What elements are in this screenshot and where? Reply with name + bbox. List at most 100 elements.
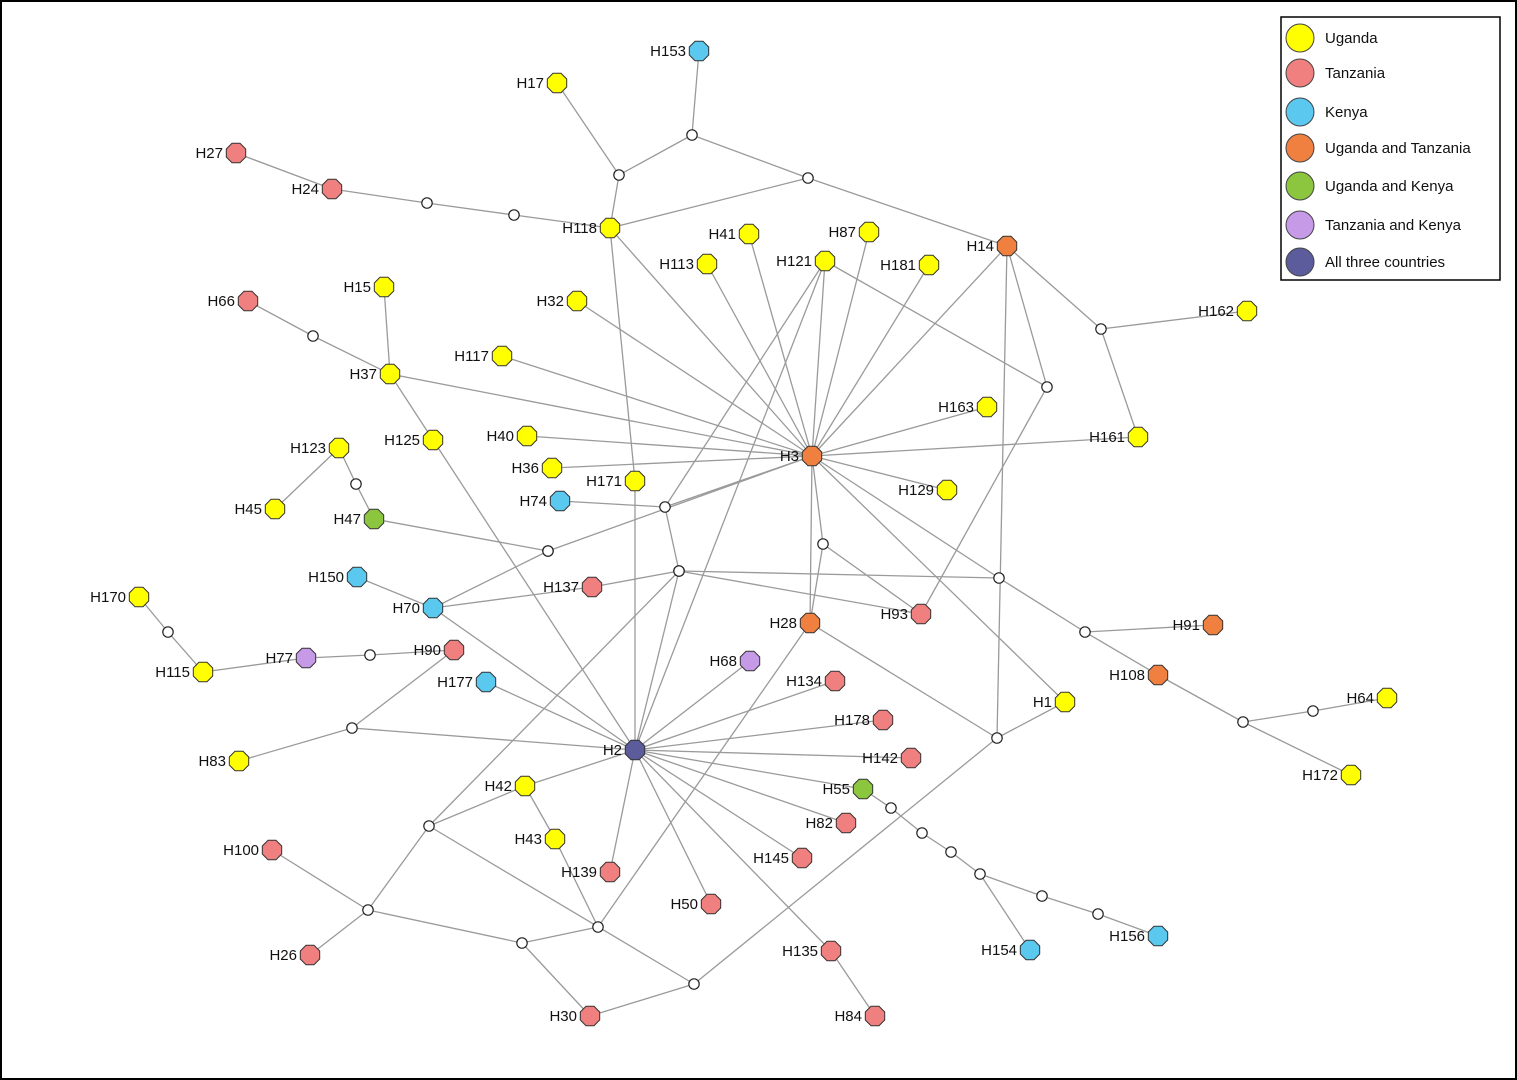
haplotype-label: H55 [822,781,850,798]
haplotype-node-h66 [237,290,259,312]
legend-label-uganda-tanzania: Uganda and Tanzania [1325,140,1471,157]
haplotype-node-h55 [852,778,874,800]
haplotype-label: H129 [898,482,934,499]
haplotype-node-h27 [225,142,247,164]
haplotype-node-h84 [864,1005,886,1027]
edge-H3-H163 [811,406,988,457]
haplotype-label: H45 [234,501,262,518]
legend-label-tanzania-kenya: Tanzania and Kenya [1325,217,1462,234]
edge-H153-m1 [691,50,700,136]
median-vector-node [1095,323,1107,335]
haplotype-label: H93 [880,606,908,623]
median-vector-node [993,572,1005,584]
haplotype-node-h28 [799,612,821,634]
haplotype-label: H123 [290,440,326,457]
haplotype-node-h134 [824,670,846,692]
haplotype-node-h43 [544,828,566,850]
edge-m16-m17 [428,570,680,827]
edge-m3-H118 [609,177,809,229]
haplotype-label: H145 [753,850,789,867]
haplotype-node-h172 [1340,764,1362,786]
edge-m12-H28 [809,543,824,624]
haplotype-label: H142 [862,750,898,767]
haplotype-node-h118 [599,217,621,239]
haplotype-node-h2 [624,739,646,761]
legend-swatch-tanzania-kenya [1285,210,1315,240]
haplotype-node-h178 [872,709,894,731]
edge-m29-m30 [979,873,1043,897]
edge-H37-H125 [389,373,434,441]
haplotype-label: H172 [1302,767,1338,784]
haplotype-label: H171 [586,473,622,490]
edge-m29-H154 [979,873,1031,951]
edge-H2-H50 [634,749,712,905]
haplotype-node-h42 [514,775,536,797]
edge-m8-H37 [312,335,391,375]
haplotype-label: H91 [1172,617,1200,634]
haplotype-label: H154 [981,942,1017,959]
edge-H14-m6 [1006,245,1102,330]
edge-H66-m8 [247,300,314,337]
haplotype-node-h30 [579,1005,601,1027]
median-vector-node [421,197,433,209]
edge-m5-H118 [513,214,611,229]
edge-H3-m11 [547,455,813,552]
edge-m32-H26 [309,909,369,956]
edge-m14-H70 [432,550,549,609]
edge-H2-H121 [634,260,826,751]
haplotype-node-h45 [264,498,286,520]
legend-swatch-uganda-tanzania [1285,133,1315,163]
median-vector-node [659,501,671,513]
haplotype-node-h170 [128,586,150,608]
edge-m32-m33 [367,909,523,944]
median-vector-node [364,649,376,661]
edge-H3-H37 [389,373,813,457]
edge-m16-m10 [678,570,1000,579]
nodes-layer [128,40,1398,1027]
edge-H30-m34 [589,983,695,1017]
haplotype-node-h150 [346,566,368,588]
haplotype-node-h64 [1376,687,1398,709]
median-vector-node [613,169,625,181]
edge-H123-H45 [274,447,340,510]
median-vector-node [346,722,358,734]
median-vector-node [162,626,174,638]
haplotype-label: H125 [384,432,420,449]
haplotype-node-h162 [1236,300,1258,322]
edge-m26-m27 [890,807,923,834]
edge-m19-H90 [369,649,455,656]
haplotype-node-h82 [835,812,857,834]
edge-m24-m25 [1242,710,1314,723]
haplotype-label: H24 [291,181,319,198]
haplotype-label: H83 [198,753,226,770]
haplotype-label: H37 [349,366,377,383]
haplotype-label: H82 [805,815,833,832]
haplotype-label: H87 [828,224,856,241]
haplotype-node-h113 [696,253,718,275]
legend-swatch-kenya [1285,97,1315,127]
edge-m24-H172 [1242,721,1352,776]
edge-m28-m29 [950,851,981,875]
median-vector-node [508,209,520,221]
haplotype-node-h32 [566,290,588,312]
edge-H90-m20 [351,649,455,729]
edge-H118-H3 [609,227,813,457]
legend-label-uganda-kenya: Uganda and Kenya [1325,178,1454,195]
edge-H2-H42 [524,749,636,787]
edge-H74-m9 [559,500,666,508]
haplotype-node-h153 [688,40,710,62]
edge-H47-m14 [373,518,549,552]
haplotype-label: H108 [1109,667,1145,684]
haplotype-label: H90 [413,642,441,659]
edge-H3-H1 [811,455,1066,703]
edge-H14-H3 [811,245,1008,457]
legend-box [1280,16,1501,281]
haplotype-node-h15 [373,276,395,298]
edge-H42-m17 [428,785,526,827]
haplotype-label: H177 [437,674,473,691]
edge-m20-H2 [351,727,636,751]
haplotype-label: H135 [782,943,818,960]
legend-label-kenya: Kenya [1325,104,1368,121]
median-vector-node [1079,626,1091,638]
